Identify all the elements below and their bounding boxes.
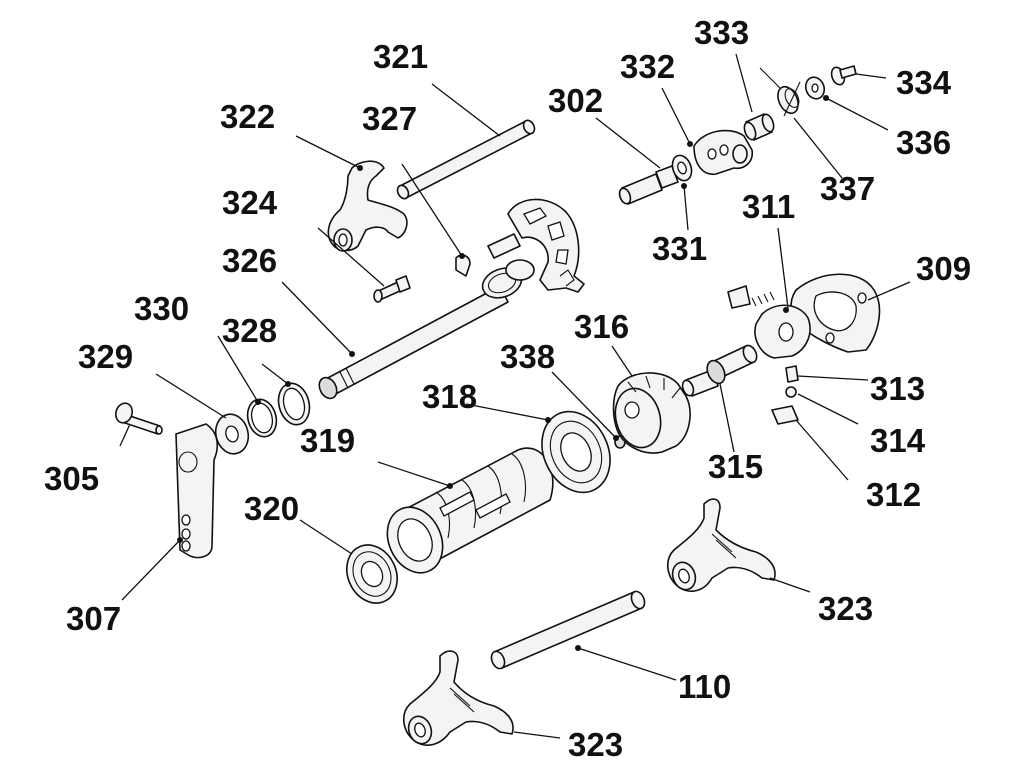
part-318-bearing [541,410,611,494]
label-333: 333 [694,14,749,51]
label-320: 320 [244,490,299,527]
part-331-washer [671,154,693,182]
part-324-pin [373,275,411,303]
label-309: 309 [916,250,971,287]
label-329: 329 [78,338,133,375]
label-331: 331 [652,230,707,267]
label-337: 337 [820,170,875,207]
part-302-bolt [618,165,679,205]
part-110-shaft [490,590,646,670]
label-323-right: 323 [818,590,873,627]
callout-labels: 321 322 327 324 326 330 328 329 305 307 … [44,14,971,763]
part-334-screw [830,65,857,86]
part-313-spring [785,365,799,383]
part-316-star-cam [612,372,691,454]
part-320-bearing [346,544,398,604]
part-332-lever-arm [693,129,754,175]
label-338: 338 [500,338,555,375]
part-328-washer [277,382,311,426]
label-318: 318 [422,378,477,415]
part-321-shaft [396,119,536,200]
label-330: 330 [134,290,189,327]
label-328: 328 [222,312,277,349]
part-315-stepped-pin [681,344,758,397]
part-323-shift-fork-right [667,498,776,592]
label-336: 336 [896,124,951,161]
part-333-roller [743,113,775,141]
part-314-ball [785,386,797,398]
label-324: 324 [222,184,278,221]
part-336-washer [804,76,826,100]
label-326: 326 [222,242,277,279]
label-327: 327 [362,100,417,137]
part-330-circlip [246,398,278,438]
label-312: 312 [866,476,921,513]
part-305-bolt [114,402,163,435]
label-302: 302 [548,82,603,119]
label-110: 110 [678,668,731,705]
label-322: 322 [220,98,275,135]
label-319: 319 [300,422,355,459]
label-334: 334 [896,64,952,101]
label-305: 305 [44,460,99,497]
leader-lines [119,53,911,739]
part-307-shift-lever [175,423,219,559]
part-322-shift-fork [327,160,408,252]
part-326-selector-shaft [318,285,509,400]
part-319-shift-drum [386,447,554,574]
label-307: 307 [66,600,121,637]
label-316: 316 [574,308,629,345]
part-323-shift-fork-bottom [403,650,514,746]
part-327-spring-arm [455,198,585,299]
label-323-bottom: 323 [568,726,623,763]
part-337-spring [759,67,801,117]
label-314: 314 [870,422,926,459]
label-311: 311 [742,188,795,225]
label-332: 332 [620,48,675,85]
label-321: 321 [373,38,428,75]
part-311-detent-housing [727,285,811,359]
label-313: 313 [870,370,925,407]
part-312-block [771,405,799,425]
label-315: 315 [708,448,763,485]
part-309-cover-plate [790,273,881,353]
